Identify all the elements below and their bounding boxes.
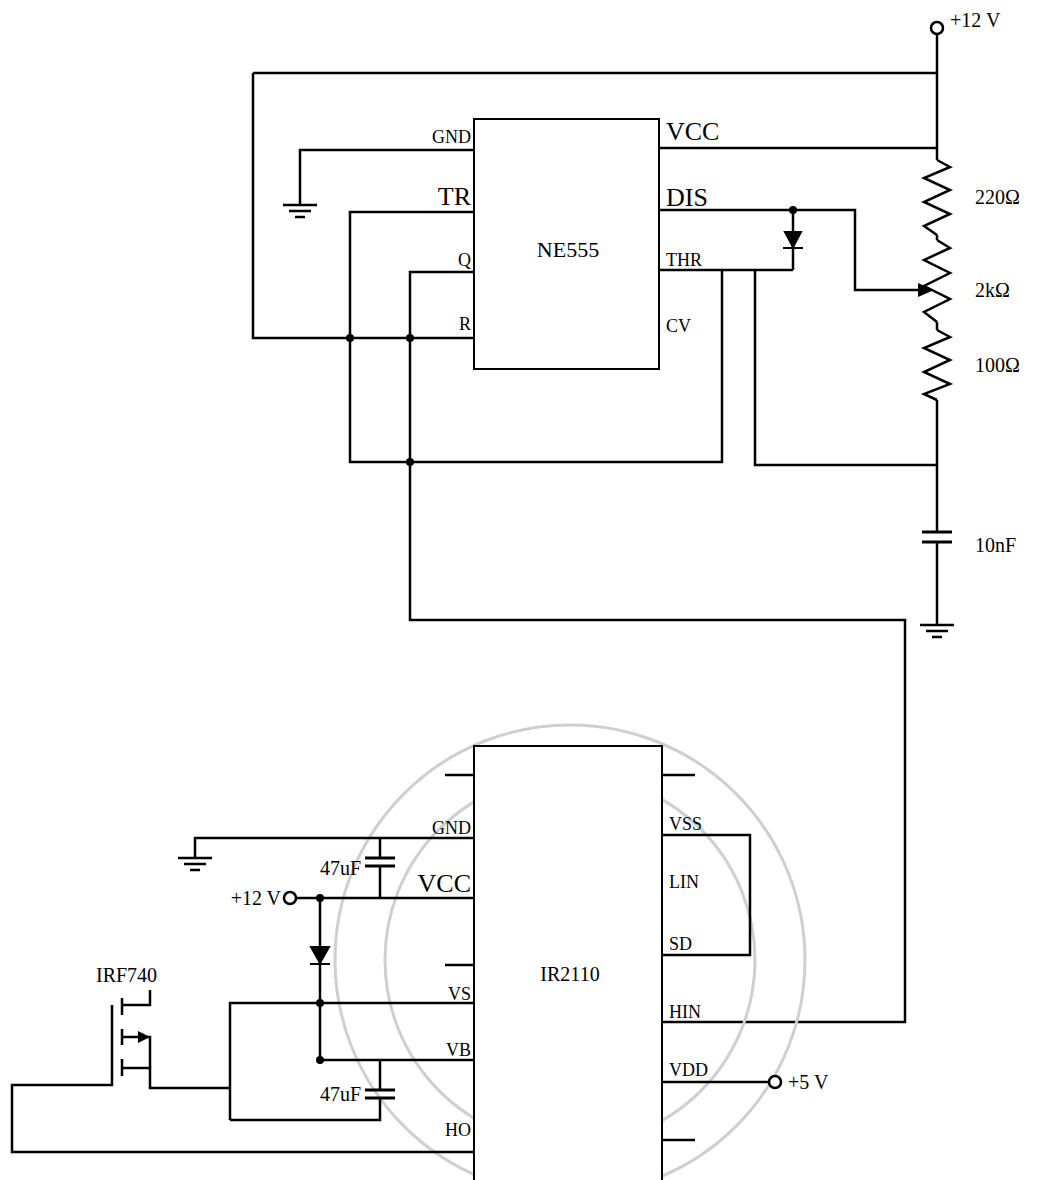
component-value: 100Ω bbox=[975, 355, 1020, 375]
potentiometer-wiper bbox=[918, 283, 934, 297]
pin-name: Q bbox=[458, 251, 471, 269]
pin-name: TR bbox=[438, 184, 471, 210]
pin-name: DIS bbox=[666, 185, 708, 211]
pin-name: R bbox=[459, 315, 471, 333]
pin-name: GND bbox=[432, 819, 471, 837]
pin-name: VB bbox=[446, 1041, 471, 1059]
pin-name: LIN bbox=[669, 873, 699, 891]
timer-ic: NE555GNDTRQRVCCDISTHRCV bbox=[473, 118, 660, 370]
part-name: IRF740 bbox=[96, 965, 157, 985]
driver-ic: IR2110GNDVCCVSVBHOVSSLINSDHINVDD bbox=[473, 745, 663, 1180]
pin-name: CV bbox=[666, 317, 691, 335]
pin-name: HO bbox=[445, 1121, 471, 1139]
ic-name: IR2110 bbox=[540, 964, 599, 984]
ic-name: NE555 bbox=[537, 239, 599, 261]
pin-name: HIN bbox=[669, 1003, 701, 1021]
component-value: 10nF bbox=[975, 535, 1016, 555]
supply-label: +12 V bbox=[231, 888, 281, 908]
pin-name: SD bbox=[669, 935, 692, 953]
component-value: 220Ω bbox=[975, 187, 1020, 207]
pin-name: VS bbox=[448, 985, 471, 1003]
pin-name: VSS bbox=[669, 815, 702, 833]
mosfet-arrow bbox=[138, 1031, 150, 1043]
pin-name: VCC bbox=[666, 119, 719, 145]
pin-name: VCC bbox=[418, 871, 471, 897]
pin-name: GND bbox=[432, 128, 471, 146]
pin-name: THR bbox=[666, 251, 702, 269]
component-value: 47uF bbox=[320, 858, 361, 878]
supply-label: +12 V bbox=[950, 10, 1000, 30]
component-value: 47uF bbox=[320, 1084, 361, 1104]
supply-label: +5 V bbox=[788, 1072, 828, 1092]
resistor-symbol bbox=[924, 160, 950, 400]
pin-name: VDD bbox=[669, 1061, 708, 1079]
component-value: 2kΩ bbox=[975, 280, 1010, 300]
